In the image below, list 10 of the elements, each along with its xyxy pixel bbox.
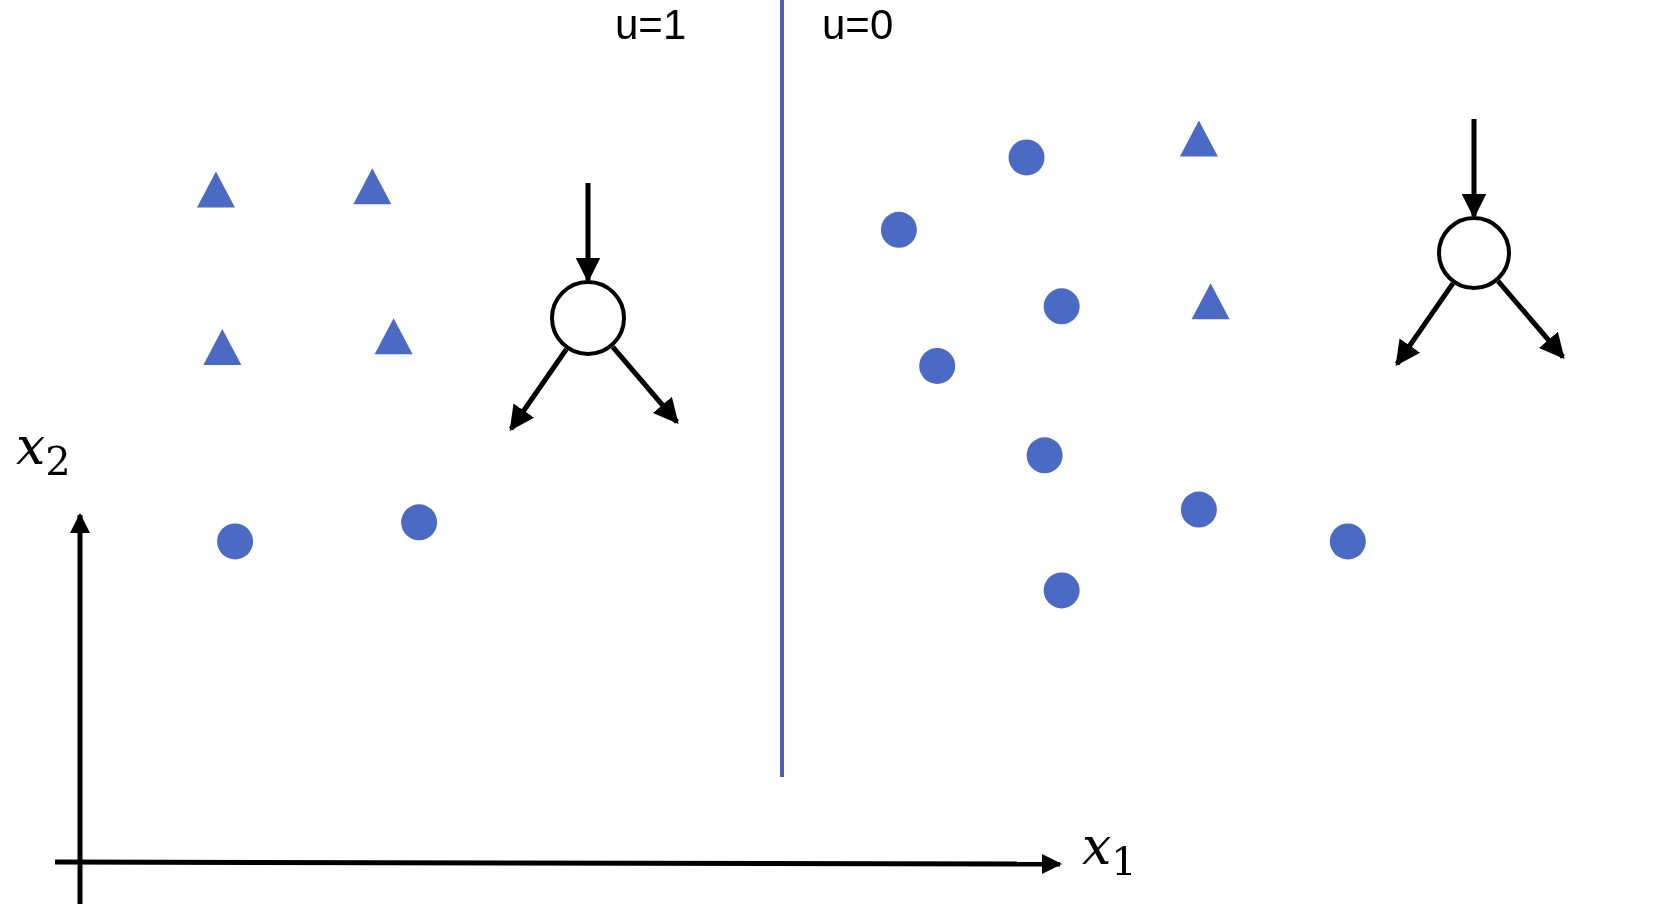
arrow (1496, 279, 1565, 359)
axis-label: x$_{2}$ (16, 420, 71, 482)
axis-label: x$_{1}$ (1082, 820, 1137, 882)
region-label: u=1 (615, 4, 687, 46)
arrow (610, 345, 679, 424)
arrow (1461, 119, 1487, 219)
region-label: u=0 (822, 4, 894, 46)
arrow (575, 183, 601, 283)
arrow (1394, 281, 1455, 367)
arrow (508, 347, 569, 432)
